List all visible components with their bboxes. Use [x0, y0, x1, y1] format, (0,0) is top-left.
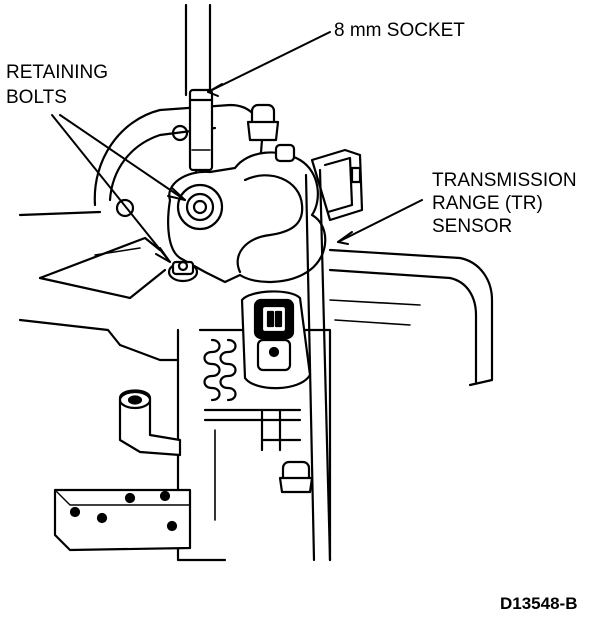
socket-leader [207, 31, 331, 93]
bolt-leader-upper [59, 114, 186, 201]
retaining-bolts-label-line2: BOLTS [6, 87, 67, 108]
tr-sensor-label-line3: SENSOR [432, 216, 513, 237]
retaining-bolts-label-line1: RETAINING [6, 62, 109, 83]
figure-code: D13548-B [500, 594, 578, 613]
pipe-fitting [118, 389, 182, 457]
lower-bolt [278, 460, 314, 494]
callout-leaders [51, 31, 423, 263]
lower-plate [53, 488, 192, 552]
wiring-ribs [203, 338, 302, 521]
bolt-leader-lower [51, 114, 171, 263]
tr-sensor-label-line1: TRANSMISSION [432, 170, 577, 191]
socket-label: 8 mm SOCKET [334, 20, 465, 41]
tr-sensor [167, 103, 364, 562]
tr-sensor-leader [337, 199, 423, 243]
electrical-connector [240, 290, 312, 390]
tr-sensor-label-line2: RANGE (TR) [432, 193, 543, 214]
transmission-case [18, 103, 494, 562]
socket-and-extension [184, 3, 214, 192]
